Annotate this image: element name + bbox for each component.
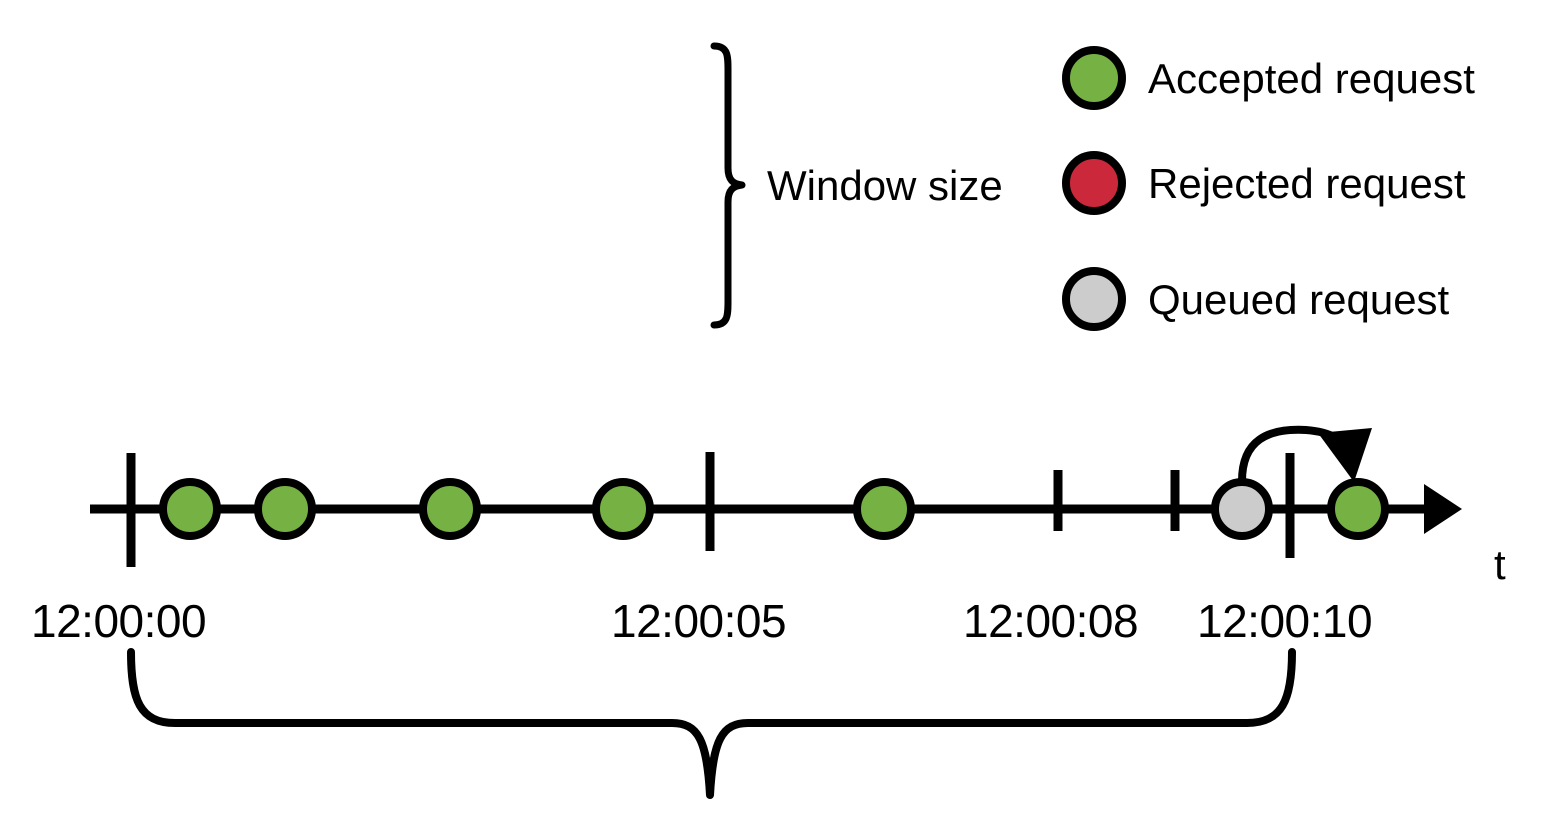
legend-label-rejected: Rejected request [1148,160,1466,207]
legend-swatch-queued [1062,267,1126,331]
request-marker-accepted [159,478,221,540]
legend-swatch-rejected [1062,151,1126,215]
axis-ticks [126,452,1295,567]
time-axis-label: t [1494,541,1506,588]
request-marker-queued [1211,478,1273,540]
request-marker-accepted [853,478,915,540]
right-arrowhead-icon [1424,484,1462,534]
legend-label-queued: Queued request [1148,276,1450,323]
time-tick-label-0: 12:00:00 [31,595,207,647]
window-size-brace [710,42,746,329]
request-marker-accepted [419,478,481,540]
window-size-label: Window size [767,162,1003,209]
legend-label-accepted: Accepted request [1148,55,1475,102]
request-marker-accepted [592,478,654,540]
window-span-brace [127,648,1296,799]
time-tick-label-3: 12:00:10 [1197,595,1373,647]
request-marker-accepted [1327,478,1389,540]
curved-requeue-arrow-icon [1238,425,1372,485]
time-tick-label-1: 12:00:05 [611,595,787,647]
legend-swatch-accepted [1062,46,1126,110]
request-marker-accepted [254,478,316,540]
time-tick-label-2: 12:00:08 [963,595,1139,647]
